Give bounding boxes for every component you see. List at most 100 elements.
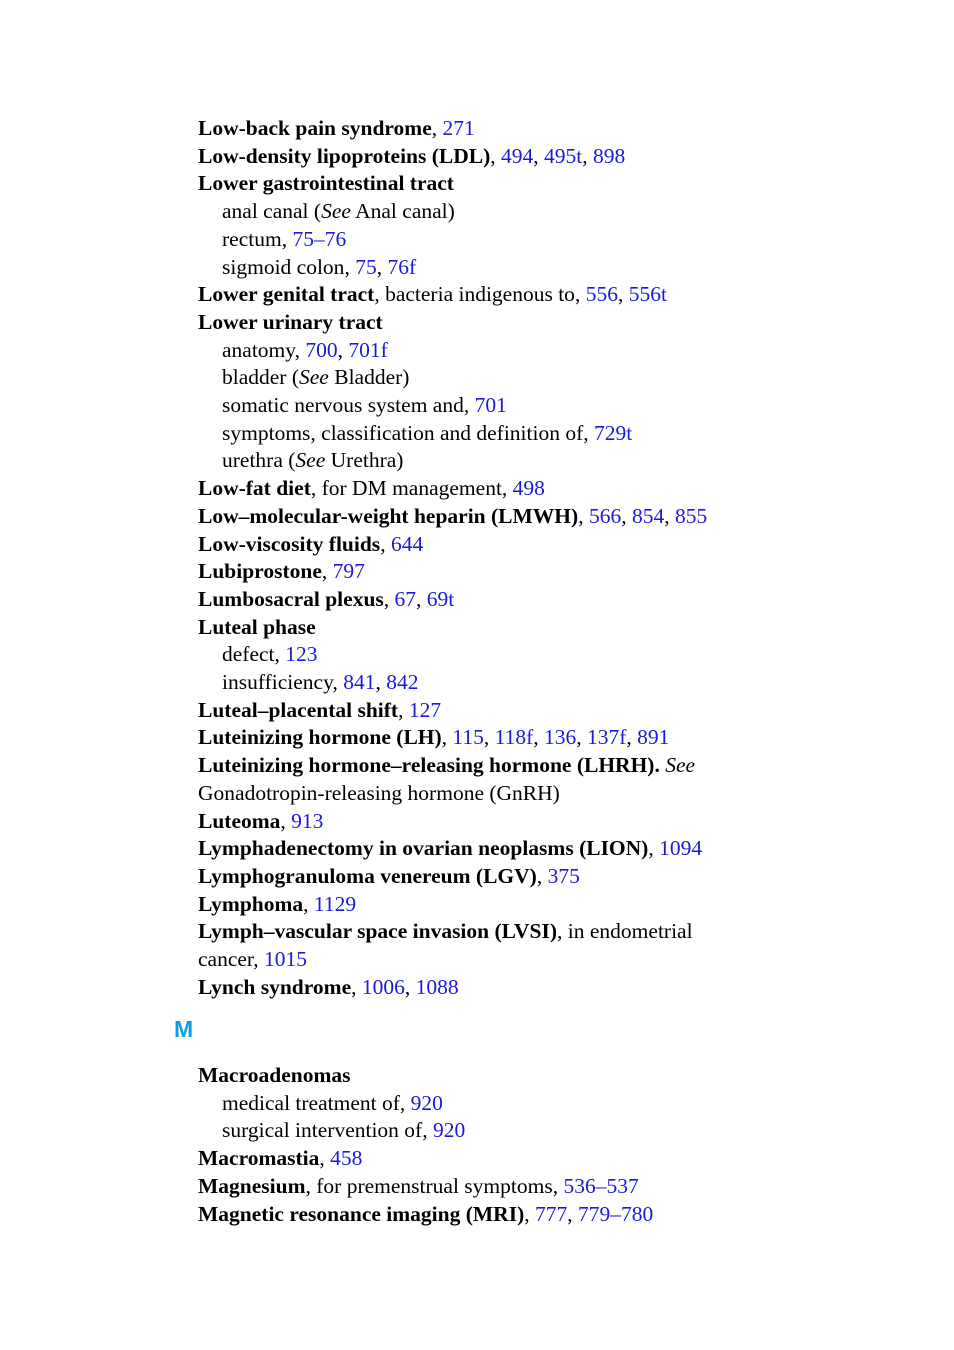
index-entry: Lymph–vascular space invasion (LVSI), in… [198,918,798,946]
page-reference-link[interactable]: 700 [305,337,338,362]
index-subentry: symptoms, classification and definition … [222,420,633,445]
entry-text: medical treatment of [222,1090,400,1115]
index-subentry: bladder (See Bladder) [198,364,798,392]
entry-text: somatic nervous system and [222,393,464,418]
entry-term: Low–molecular-weight heparin (LMWH) [198,503,579,528]
index-subentry: medical treatment of, 920 [222,1090,443,1115]
index-entry-continuation: cancer, 1015 [198,947,307,972]
page-reference-link[interactable]: 67 [394,586,417,611]
entry-term: Lower gastrointestinal tract [198,171,454,196]
page-reference-link[interactable]: 458 [330,1146,363,1171]
entry-text: anal canal ( [222,199,322,224]
entry-text: defect [222,642,275,667]
page-reference-link[interactable]: 556t [628,282,667,307]
entry-qualifier: , for DM management [310,476,502,501]
entry-term: Lymphadenectomy in ovarian neoplasms (LI… [198,836,649,861]
entry-qualifier: , bacteria indigenous to [374,282,575,307]
page-reference-link[interactable]: 913 [291,808,324,833]
page-reference-link[interactable]: 75 [355,254,377,279]
index-subentry: anatomy, 700, 701f [222,337,388,362]
page-reference-link[interactable]: 701 [474,393,507,418]
entry-term: Lower genital tract [198,282,375,307]
entry-term: Lubiprostone [198,559,322,584]
index-subentry: insufficiency, 841, 842 [222,670,419,695]
page-reference-link[interactable]: 855 [674,503,708,528]
page-reference-link[interactable]: 701f [348,337,388,362]
index-subentry: rectum, 75–76 [222,226,347,251]
index-subentry: sigmoid colon, 75, 76f [222,254,417,279]
page-reference-link[interactable]: 118f [494,725,534,750]
entry-term: Magnesium [198,1173,306,1198]
entry-text: Anal canal) [350,199,455,224]
index-entry: Low-fat diet, for DM management, 498 [198,476,545,501]
see-reference: See [659,753,696,778]
entry-term: Luteal phase [198,614,316,639]
index-entry: Lymphoma, 1129 [198,891,357,916]
entry-qualifier: , for premenstrual symptoms [305,1173,553,1198]
entry-term: Lynch syndrome [198,974,352,999]
index-entry: Lower urinary tract [198,309,798,337]
page-reference-link[interactable]: 75–76 [292,226,347,251]
page-reference-link[interactable]: 136 [544,725,577,750]
entry-text: Bladder) [328,365,410,390]
index-entry: Magnetic resonance imaging (MRI), 777, 7… [198,1201,654,1226]
index-entry: Lubiprostone, 797 [198,559,365,584]
page-reference-link[interactable]: 841 [343,670,376,695]
page-reference-link[interactable]: 920 [410,1090,443,1115]
entry-term: Low-density lipoproteins (LDL) [198,143,491,168]
page-reference-link[interactable]: 495t [544,143,583,168]
page-reference-link[interactable]: 1088 [415,974,459,999]
page-reference-link[interactable]: 891 [637,725,670,750]
page-reference-link[interactable]: 498 [512,476,545,501]
see-reference: See [321,199,351,224]
entry-term: Lower urinary tract [198,309,383,334]
entry-term: Luteinizing hormone–releasing hormone (L… [198,753,660,778]
page-reference-link[interactable]: 1094 [659,836,703,861]
page-reference-link[interactable]: 127 [408,697,442,722]
entry-term: Macroadenomas [198,1063,351,1087]
page-reference-link[interactable]: 271 [442,116,475,140]
page-reference-link[interactable]: 566 [588,503,622,528]
page-reference-link[interactable]: 920 [432,1118,466,1143]
entry-text: cancer [198,947,254,972]
page-reference-link[interactable]: 644 [390,531,424,556]
entry-term: Macromastia [198,1146,320,1171]
page-reference-link[interactable]: 137f [587,725,627,750]
page-reference-link[interactable]: 854 [631,503,665,528]
page-reference-link[interactable]: 1129 [313,891,357,916]
entry-qualifier: , in endometrial [557,919,693,944]
page-reference-link[interactable]: 797 [332,559,365,584]
entry-text: surgical intervention of [222,1118,423,1143]
page-reference-link[interactable]: 898 [593,143,626,168]
entry-text: symptoms, classification and definition … [222,420,584,445]
page-reference-link[interactable]: 729t [594,420,633,445]
entry-text: rectum [222,226,282,251]
index-subentry: surgical intervention of, 920 [222,1118,466,1143]
page-reference-link[interactable]: 777 [534,1201,568,1226]
page-reference-link[interactable]: 115 [452,725,484,750]
page-reference-link[interactable]: 494 [501,143,534,168]
index-entry: Lymphogranuloma venereum (LGV), 375 [198,863,580,888]
page-reference-link[interactable]: 556 [585,282,618,307]
page-reference-link[interactable]: 779–780 [577,1201,654,1226]
page-reference-link[interactable]: 1015 [263,947,307,972]
entry-text: insufficiency [222,670,333,695]
page-reference-link[interactable]: 69t [426,586,455,611]
index-entry: Luteinizing hormone–releasing hormone (L… [198,752,798,780]
page-reference-link[interactable]: 842 [386,670,419,695]
page-reference-link[interactable]: 123 [285,642,318,667]
page-reference-link[interactable]: 536–537 [563,1173,639,1198]
page-reference-link[interactable]: 375 [547,863,580,888]
index-entry: Low-density lipoproteins (LDL), 494, 495… [198,143,626,168]
page-reference-link[interactable]: 76f [387,254,417,279]
index-entry: Macromastia, 458 [198,1146,363,1171]
page-reference-link[interactable]: 1006 [361,974,405,999]
index-entry: Lynch syndrome, 1006, 1088 [198,974,459,999]
entry-term: Lymphogranuloma venereum (LGV) [198,863,537,888]
entry-text: sigmoid colon [222,254,345,279]
entry-term: Lumbosacral plexus [198,586,384,611]
index-subentry: urethra (See Urethra) [198,447,798,475]
index-entry: Luteal–placental shift, 127 [198,697,442,722]
